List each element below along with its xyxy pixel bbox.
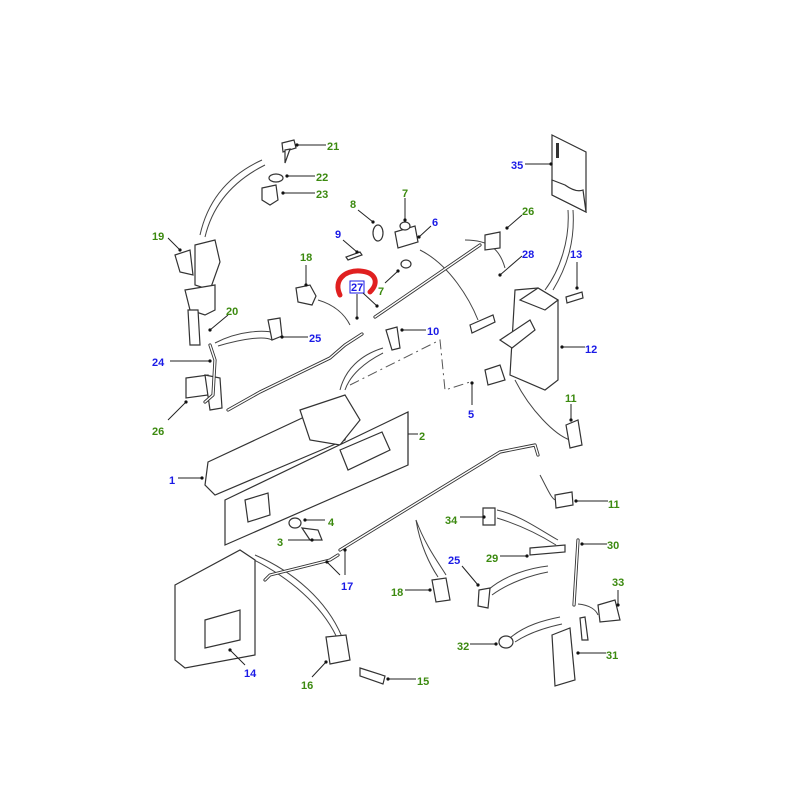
label-29[interactable]: 29 [486, 553, 498, 565]
label-8[interactable]: 8 [350, 199, 356, 211]
label-11-lower[interactable]: 11 [608, 499, 620, 511]
label-9[interactable]: 9 [335, 229, 341, 241]
label-21[interactable]: 21 [327, 141, 339, 153]
part-number-labels: 21 22 23 19 20 25 24 26 18 8 9 7 6 7 27 … [152, 141, 624, 692]
part-1-handle [204, 394, 361, 496]
label-12[interactable]: 12 [585, 344, 597, 356]
label-18-lower[interactable]: 18 [391, 587, 403, 599]
label-27-highlighted[interactable]: 27 [351, 282, 363, 294]
part-12-latch [469, 287, 560, 391]
highlight-mark [335, 268, 378, 298]
label-24[interactable]: 24 [152, 357, 165, 369]
label-35[interactable]: 35 [511, 160, 523, 172]
label-16[interactable]: 16 [301, 680, 313, 692]
label-10[interactable]: 10 [427, 326, 439, 338]
label-25-upper[interactable]: 25 [309, 333, 321, 345]
label-1[interactable]: 1 [169, 475, 175, 487]
label-5[interactable]: 5 [468, 409, 474, 421]
dash-line [349, 339, 471, 391]
label-7-upper[interactable]: 7 [402, 188, 408, 200]
label-14[interactable]: 14 [244, 668, 257, 680]
label-26-right[interactable]: 26 [522, 206, 534, 218]
label-19[interactable]: 19 [152, 231, 164, 243]
part-26-bracket [185, 374, 223, 411]
label-26-left[interactable]: 26 [152, 426, 164, 438]
label-6[interactable]: 6 [432, 217, 438, 229]
label-3[interactable]: 3 [277, 537, 283, 549]
label-15[interactable]: 15 [417, 676, 429, 688]
label-4[interactable]: 4 [328, 517, 335, 529]
label-20[interactable]: 20 [226, 306, 238, 318]
label-11-upper[interactable]: 11 [565, 393, 577, 405]
label-28[interactable]: 28 [522, 249, 534, 261]
label-13[interactable]: 13 [570, 249, 582, 261]
leader-lines [167, 143, 620, 681]
connector-arcs [199, 159, 599, 646]
part-35-plate [551, 134, 587, 214]
label-33[interactable]: 33 [612, 577, 624, 589]
label-7-lower[interactable]: 7 [378, 286, 384, 298]
label-31[interactable]: 31 [606, 650, 618, 662]
label-17[interactable]: 17 [341, 581, 353, 593]
label-30[interactable]: 30 [607, 540, 619, 552]
label-23[interactable]: 23 [316, 189, 328, 201]
lower-parts [174, 507, 621, 687]
label-25-lower[interactable]: 25 [448, 555, 460, 567]
label-18-upper[interactable]: 18 [300, 252, 312, 264]
part-19-bracket [174, 239, 221, 346]
label-32[interactable]: 32 [457, 641, 469, 653]
small-parts [261, 139, 584, 509]
highlight-box [349, 280, 365, 294]
label-22[interactable]: 22 [316, 172, 328, 184]
label-34[interactable]: 34 [445, 515, 458, 527]
label-2[interactable]: 2 [419, 431, 425, 443]
